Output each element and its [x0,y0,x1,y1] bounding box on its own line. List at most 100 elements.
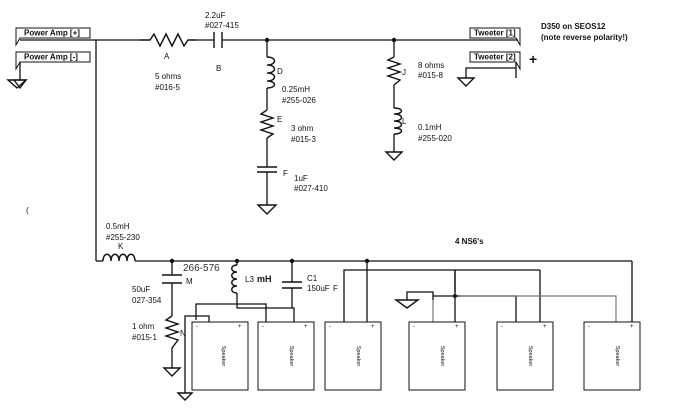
terminal-power-amp-positive-label: Power Amp [+] [24,29,80,38]
junction-dot [364,258,370,264]
inductor-l-letter: L [402,117,407,126]
speaker-5-minus: - [501,324,503,330]
capacitor-f-letter: F [283,169,288,178]
junction-dot [264,37,270,43]
inductor-k-part: #255-230 [106,233,140,242]
speaker-6: - + Speaker [583,321,641,391]
capacitor-m-letter: M [186,277,193,286]
speaker-1-minus: - [196,324,198,330]
capacitor-c1-suffix: F [333,284,338,293]
inductor-d: D 0.25mH #255-026 [266,56,316,105]
terminal-tweeter-2-label: Tweeter [2] [474,53,516,62]
capacitor-b-part: #027-415 [205,21,239,30]
terminal-power-amp-positive: Power Amp [+] [15,27,91,47]
capacitor-b: 2.2uF #027-415 B [205,11,239,73]
speaker-6-minus: - [588,324,590,330]
ground-inductor-l-icon [384,151,404,161]
inductor-l-value: 0.1mH [418,123,442,132]
speaker-5-label: Speaker [527,346,533,367]
inductor-l: L 0.1mH #255-020 [393,107,452,143]
ground-cap-f-icon [256,204,278,215]
diagram-title: D350 on SEOS12 [541,22,606,31]
stray-mark: ( [26,206,29,215]
resistor-a-value: 5 ohms [155,72,181,81]
capacitor-b-value: 2.2uF [205,11,226,20]
resistor-n: N 1 ohm #015-1 [132,315,186,349]
speaker-3-minus: - [329,324,331,330]
speaker-2: - + Speaker [257,321,315,391]
woofer-wiring [96,260,633,393]
capacitor-m-value: 50uF [132,285,150,294]
speaker-2-minus: - [262,324,264,330]
inductor-k-value: 0.5mH [106,222,130,231]
ground-tweeter-2-icon [456,77,476,87]
speaker-2-plus: + [304,324,308,330]
diagram-subtitle: (note reverse polarity!) [541,33,628,42]
resistor-e: E 3 ohm #015-3 [258,109,316,144]
resistor-e-part: #015-3 [291,135,316,144]
inductor-d-value: 0.25mH [282,85,310,94]
resistor-n-letter: N [180,329,186,338]
capacitor-c1-value: 150uF [307,284,330,293]
resistor-a-letter: A [164,52,170,61]
speaker-2-label: Speaker [288,346,294,367]
junction-dot [453,294,457,298]
terminal-tweeter-1-label: Tweeter [1] [474,29,516,38]
inductor-k: 0.5mH #255-230 K [102,222,140,262]
terminal-power-amp-negative: Power Amp [-] [15,51,91,71]
speaker-4-label: Speaker [439,346,445,367]
speaker-3-plus: + [371,324,375,330]
junction-dot [289,258,295,264]
capacitor-f: F 1uF #027-410 [257,166,328,193]
speaker-1-label: Speaker [220,346,226,367]
resistor-j-letter: J [402,68,406,77]
resistor-j-part: #015-8 [418,71,443,80]
speaker-5-plus: + [543,324,547,330]
junction-dot [234,258,240,264]
capacitor-b-letter: B [216,64,221,73]
resistor-j: J 8 ohms #015-8 [385,56,444,86]
inductor-l3-value: mH [257,274,272,284]
speaker-6-label: Speaker [614,346,620,367]
ground-speaker-return-icon [176,392,194,401]
woofer-group-label: 4 NS6's [455,237,484,246]
speaker-4-minus: - [413,324,415,330]
inductor-l-part: #255-020 [418,134,452,143]
ground-amp-negative-icon [6,79,28,89]
inductor-l3-part: 266-576 [183,263,220,274]
terminal-power-amp-negative-label: Power Amp [-] [24,53,78,62]
tweeter-polarity-plus: + [529,51,537,67]
capacitor-c1-letter: C1 [307,274,318,283]
capacitor-f-part: #027-410 [294,184,328,193]
resistor-n-value: 1 ohm [132,322,155,331]
junction-dot [169,258,175,264]
ground-woofer-group-icon [393,299,421,309]
resistor-a-part: #016-5 [155,83,180,92]
junction-dot [391,37,397,43]
ground-resistor-n-icon [162,367,182,377]
speaker-3-label: Speaker [355,346,361,367]
resistor-j-value: 8 ohms [418,61,444,70]
speaker-1: - + Speaker [191,321,249,391]
speaker-6-plus: + [630,324,634,330]
inductor-k-letter: K [118,242,124,251]
inductor-d-letter: D [277,67,283,76]
terminal-tweeter-2: Tweeter [2] [469,51,521,71]
speaker-3: - + Speaker [324,321,382,391]
capacitor-m-part: 027-354 [132,296,162,305]
terminal-tweeter-1: Tweeter [1] [469,27,521,47]
speaker-5: - + Speaker [496,321,554,391]
capacitor-c1: C1 150uF F [282,274,338,293]
resistor-e-letter: E [277,115,282,124]
inductor-l3-letter: L3 [245,275,254,284]
resistor-a: A 5 ohms #016-5 [140,32,196,92]
capacitor-f-value: 1uF [294,174,308,183]
capacitor-m: M 50uF 027-354 [132,274,193,305]
speaker-1-plus: + [238,324,242,330]
speaker-4: - + Speaker [408,321,466,391]
inductor-d-part: #255-026 [282,96,316,105]
speaker-4-plus: + [455,324,459,330]
inductor-l3: 266-576 L3 mH [183,263,272,294]
resistor-e-value: 3 ohm [291,124,314,133]
